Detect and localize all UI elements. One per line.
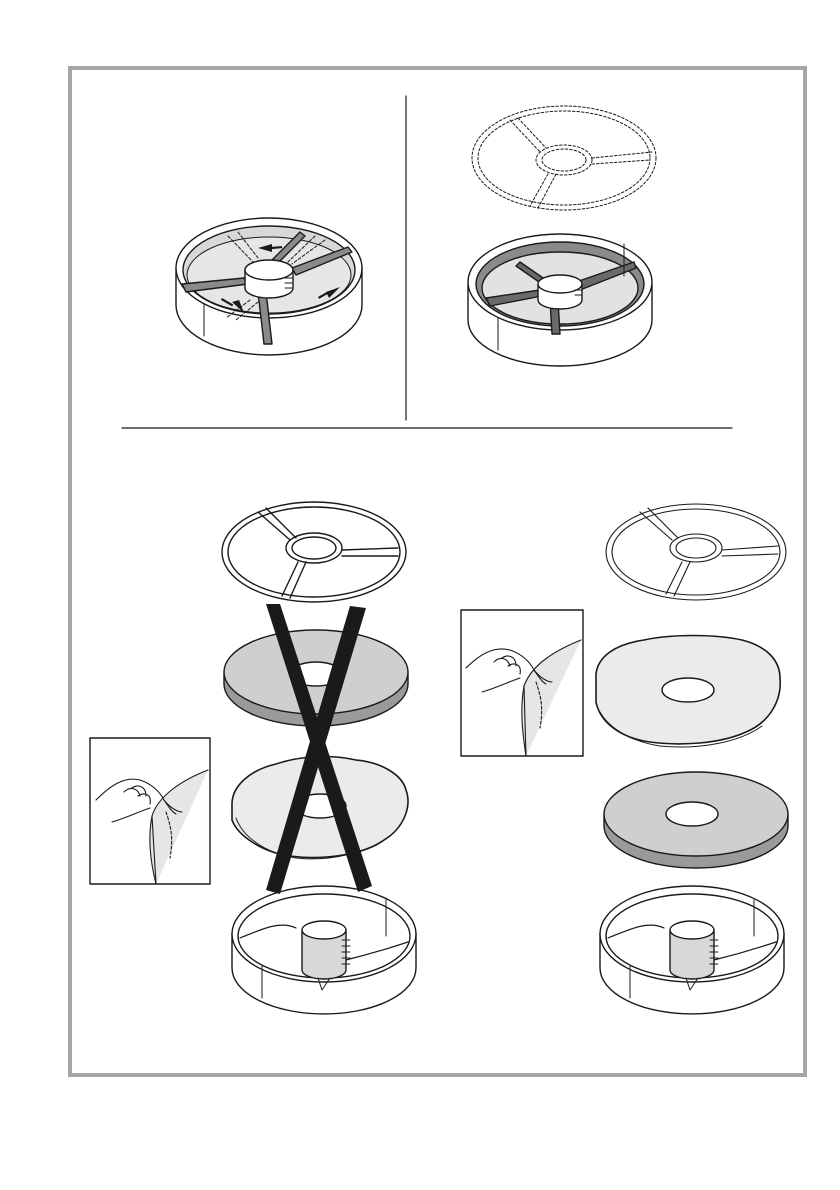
filter-housing — [600, 886, 784, 1014]
filter-housing — [468, 234, 652, 366]
panel-correct-order — [461, 504, 788, 1014]
grease-filter-pad — [596, 636, 780, 748]
carbon-filter-pad — [224, 630, 408, 726]
panel-grille-removed — [468, 106, 656, 366]
grille-dashed — [472, 106, 656, 210]
carbon-filter-pad — [604, 772, 788, 868]
hand-inset — [90, 738, 210, 884]
hand-inset — [461, 610, 583, 756]
filter-housing — [176, 218, 362, 355]
grille — [606, 504, 786, 600]
panel-remove-grille — [176, 218, 362, 355]
filter-housing — [232, 886, 416, 1014]
panel-wrong-order — [90, 502, 416, 1014]
grille — [222, 502, 406, 602]
